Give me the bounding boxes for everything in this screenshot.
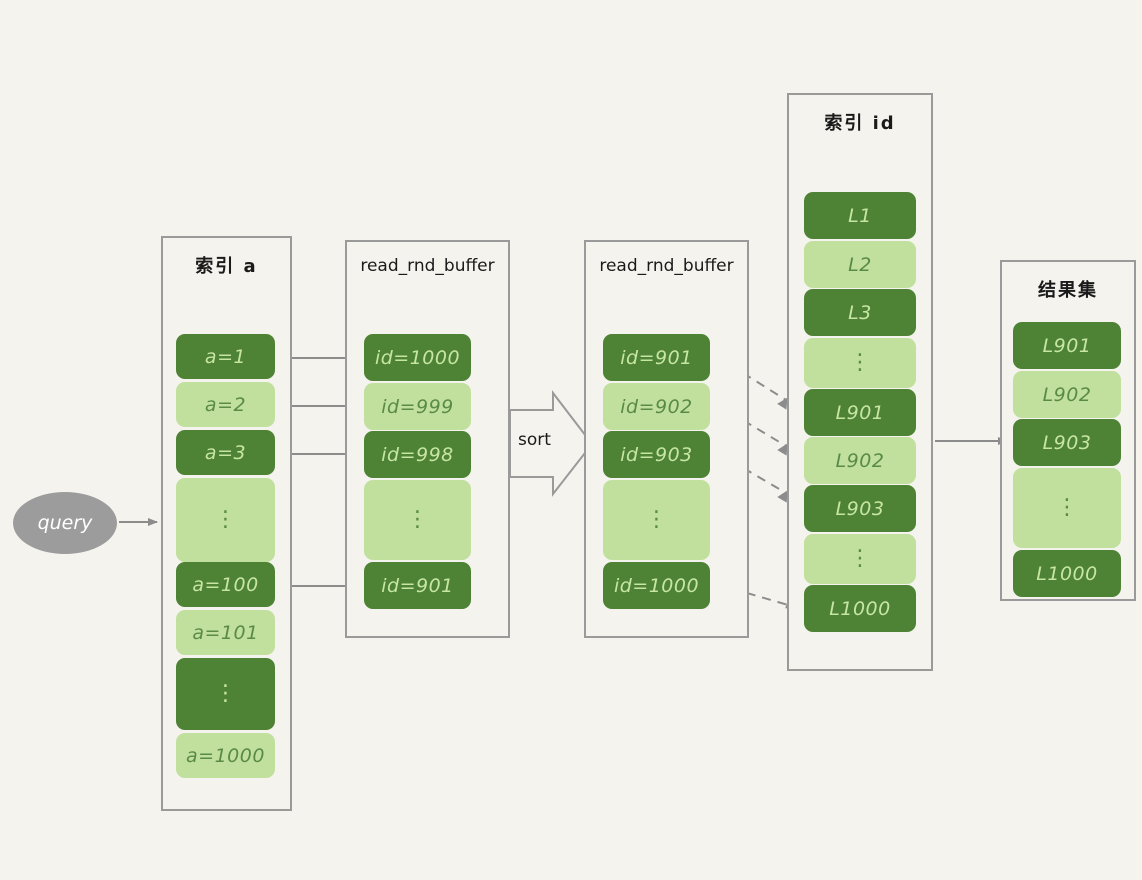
- cell-label-ellipsis: ⋮: [214, 680, 237, 706]
- cell-buffer2-0: id=901: [603, 334, 710, 381]
- cell-buffer1-3: ⋮: [364, 480, 471, 560]
- cell-label-ellipsis: ⋮: [1056, 494, 1078, 520]
- cell-label-ellipsis: ⋮: [645, 506, 668, 532]
- cell-index-a-7: a=1000: [176, 733, 275, 778]
- cell-label: L903: [835, 497, 885, 520]
- panel-index-a-title: 索引 a: [195, 256, 258, 277]
- cell-result-set-4: L1000: [1013, 550, 1121, 597]
- panel-read-rnd-buffer-1-title: read_rnd_buffer: [360, 256, 495, 276]
- cell-index-a-6: ⋮: [176, 658, 275, 730]
- cell-label: a=1000: [186, 744, 265, 767]
- cell-result-set-1: L902: [1013, 371, 1121, 418]
- cell-label: L902: [835, 449, 885, 472]
- cell-label: L903: [1042, 431, 1092, 454]
- cell-index-a-5: a=101: [176, 610, 275, 655]
- cell-label: id=901: [381, 574, 454, 597]
- cell-index-a-4: a=100: [176, 562, 275, 607]
- cell-index-id-1: L2: [804, 241, 916, 288]
- cell-label: L902: [1042, 383, 1092, 406]
- cell-index-id-3: ⋮: [804, 338, 916, 388]
- cell-label: L3: [848, 301, 872, 324]
- cell-label: L901: [1042, 334, 1092, 357]
- cell-label: id=999: [381, 395, 454, 418]
- cell-buffer1-1: id=999: [364, 383, 471, 430]
- cell-index-id-4: L901: [804, 389, 916, 436]
- cell-buffer2-3: ⋮: [603, 480, 710, 560]
- cell-label: a=3: [204, 441, 247, 464]
- query-node-label: query: [37, 512, 93, 534]
- cell-index-id-7: ⋮: [804, 534, 916, 584]
- panel-result-set-title: 结果集: [1038, 280, 1098, 301]
- query-node[interactable]: query: [13, 492, 117, 554]
- cell-label: a=1: [204, 345, 247, 368]
- cell-buffer2-2: id=903: [603, 431, 710, 478]
- cell-label: id=1000: [613, 574, 700, 597]
- cell-buffer2-1: id=902: [603, 383, 710, 430]
- cell-label: id=1000: [374, 346, 461, 369]
- cell-index-a-3: ⋮: [176, 478, 275, 562]
- cell-label: a=101: [192, 621, 259, 644]
- cell-label: L1000: [829, 597, 891, 620]
- cell-index-id-6: L903: [804, 485, 916, 532]
- sort-label: sort: [518, 430, 551, 450]
- cell-label: L901: [835, 401, 885, 424]
- cell-result-set-0: L901: [1013, 322, 1121, 369]
- cell-label-ellipsis: ⋮: [406, 506, 429, 532]
- cell-index-id-5: L902: [804, 437, 916, 484]
- cell-buffer1-2: id=998: [364, 431, 471, 478]
- cell-label: id=902: [620, 395, 693, 418]
- cell-index-a-1: a=2: [176, 382, 275, 427]
- cell-index-id-0: L1: [804, 192, 916, 239]
- cell-label: a=2: [204, 393, 247, 416]
- cell-buffer1-4: id=901: [364, 562, 471, 609]
- cell-buffer2-4: id=1000: [603, 562, 710, 609]
- cell-index-id-2: L3: [804, 289, 916, 336]
- cell-result-set-2: L903: [1013, 419, 1121, 466]
- cell-label: id=901: [620, 346, 693, 369]
- cell-label-ellipsis: ⋮: [214, 506, 237, 532]
- cell-label: id=903: [620, 443, 693, 466]
- cell-index-a-0: a=1: [176, 334, 275, 379]
- panel-index-id-title: 索引 id: [824, 113, 896, 134]
- cell-label-ellipsis: ⋮: [849, 545, 871, 571]
- cell-label: L1: [848, 204, 872, 227]
- cell-label: L2: [848, 253, 872, 276]
- panel-read-rnd-buffer-2-title: read_rnd_buffer: [599, 256, 734, 276]
- cell-result-set-3: ⋮: [1013, 468, 1121, 548]
- cell-label: a=100: [192, 573, 259, 596]
- cell-index-id-8: L1000: [804, 585, 916, 632]
- cell-index-a-2: a=3: [176, 430, 275, 475]
- cell-label: id=998: [381, 443, 454, 466]
- cell-label-ellipsis: ⋮: [849, 349, 871, 375]
- cell-buffer1-0: id=1000: [364, 334, 471, 381]
- cell-label: L1000: [1036, 562, 1098, 585]
